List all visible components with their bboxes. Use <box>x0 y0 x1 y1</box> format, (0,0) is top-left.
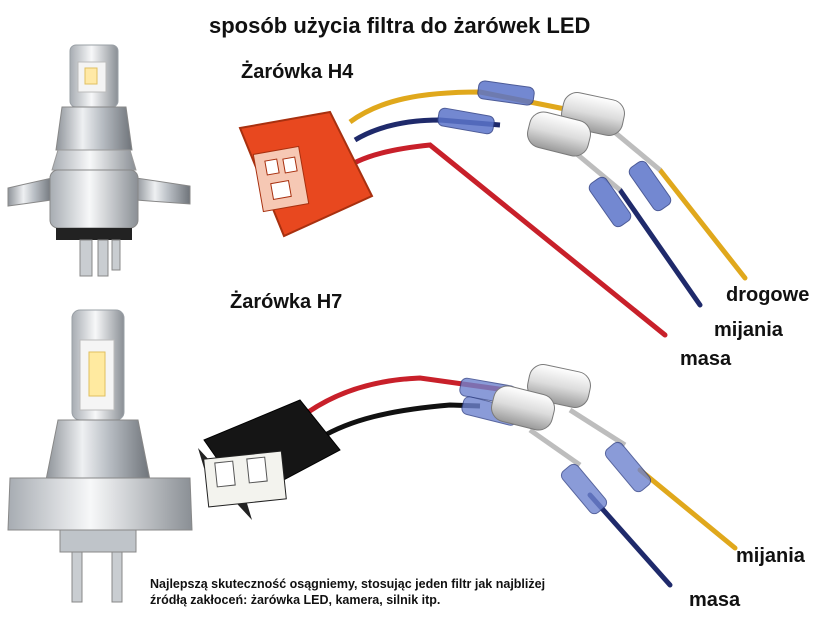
usage-note-line-1: Najlepszą skuteczność osągniemy, stosują… <box>150 577 546 591</box>
h7-connector <box>198 399 341 520</box>
usage-note: Najlepszą skuteczność osągniemy, stosują… <box>150 576 545 608</box>
h4-connector <box>238 110 374 238</box>
led-bulb-h7-icon <box>7 309 193 603</box>
ferrite-core-icon <box>527 92 625 157</box>
h4-ground-wire-label: masa <box>680 348 732 370</box>
h4-high-beam-wire-label: drogowe <box>726 284 810 306</box>
h7-low-beam-wire-label: mijania <box>736 545 805 567</box>
h4-low-beam-wire-label: mijania <box>714 319 783 341</box>
page-title: sposób użycia filtra do żarówek LED <box>209 13 591 38</box>
h4-bulb-label: Żarówka H4 <box>241 61 354 83</box>
usage-note-line-2: źródłą zakłoceń: żarówka LED, kamera, si… <box>150 593 441 607</box>
ferrite-core-icon <box>491 364 591 431</box>
led-bulb-h4-icon <box>7 44 191 277</box>
h7-bulb-label: Żarówka H7 <box>230 291 343 313</box>
h7-ground-wire-label: masa <box>689 589 741 611</box>
